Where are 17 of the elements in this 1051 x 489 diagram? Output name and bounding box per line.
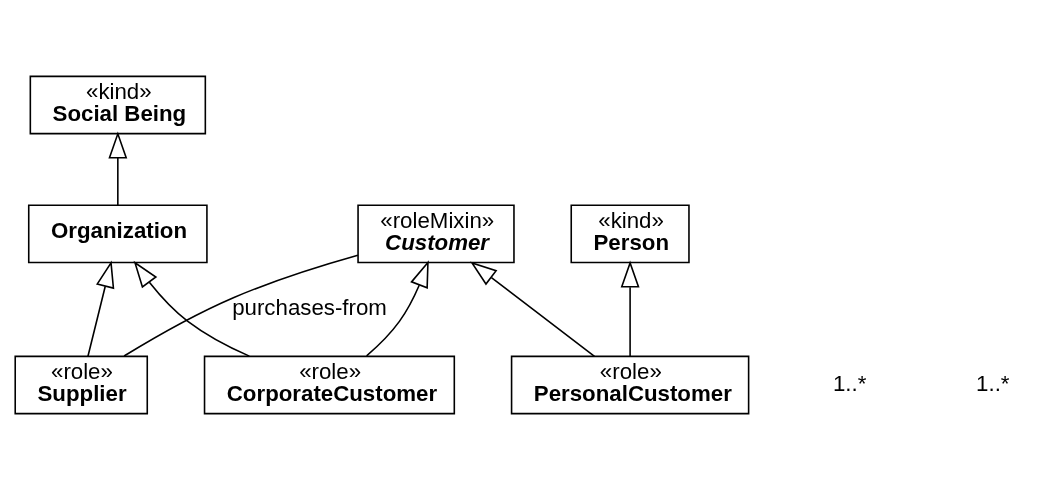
node-box: «role» CorporateCustomer bbox=[203, 355, 456, 414]
label: 1..* bbox=[832, 370, 867, 396]
node-box: «kind» Person bbox=[570, 203, 690, 263]
arrow bbox=[620, 260, 640, 357]
node-box: «role» PersonalCustomer bbox=[510, 355, 750, 414]
label: 1..* bbox=[976, 370, 1010, 396]
arrow bbox=[108, 130, 128, 206]
arrow bbox=[133, 260, 251, 357]
node-box: «roleMixin» Customer bbox=[357, 203, 515, 263]
node-box: Organization bbox=[27, 203, 208, 263]
connector bbox=[123, 253, 359, 357]
arrow bbox=[470, 260, 596, 357]
arrow bbox=[87, 260, 115, 357]
node-box: «kind» Social Being bbox=[29, 75, 207, 134]
edge-label: purchases-from bbox=[232, 294, 387, 320]
arrow bbox=[365, 259, 429, 357]
node-box: «role» Supplier bbox=[14, 355, 149, 414]
